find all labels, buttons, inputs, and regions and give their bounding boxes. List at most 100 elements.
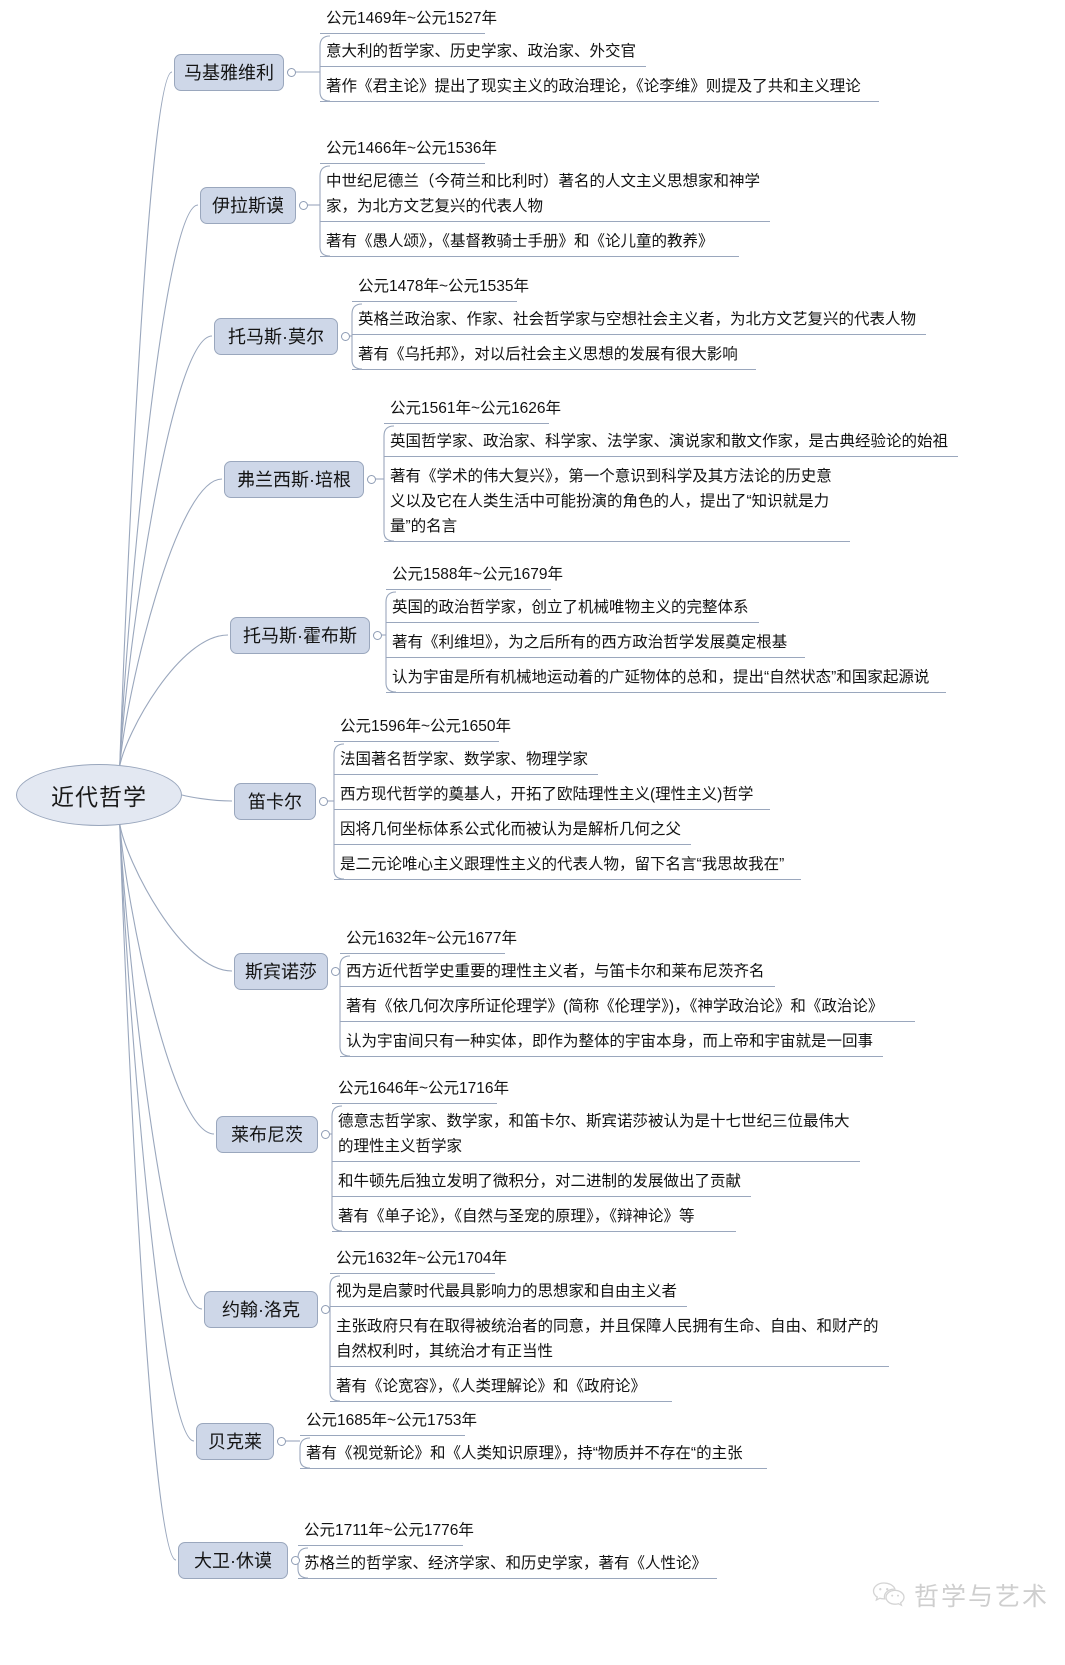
branch-detail: 著有《乌托邦》，对以后社会主义思想的发展有很大影响 [358, 346, 738, 363]
branch-collapse-toggle[interactable] [319, 797, 328, 806]
branch-detail: 是二元论唯心主义跟理性主义的代表人物，留下名言“我思故我在” [340, 856, 785, 873]
detail-underline [386, 589, 551, 590]
detail-underline [330, 1273, 495, 1274]
branch-node-11[interactable]: 大卫·休谟 [178, 1542, 288, 1579]
detail-underline [334, 809, 770, 810]
detail-underline [300, 1435, 465, 1436]
detail-underline [386, 692, 946, 693]
branch-detail: 英国的政治哲学家，创立了机械唯物主义的完整体系 [392, 599, 749, 616]
detail-underline [332, 1231, 736, 1232]
branch-detail: 意大利的哲学家、历史学家、政治家、外交官 [326, 43, 637, 60]
branch-node-5[interactable]: 托马斯·霍布斯 [230, 617, 370, 654]
branch-detail: 和牛顿先后独立发明了微积分，对二进制的发展做出了贡献 [338, 1173, 742, 1190]
detail-underline [330, 1306, 687, 1307]
branch-detail: 著有《学术的伟大复兴》，第一个意识到科学及其方法论的历史意 义以及它在人类生活中… [390, 468, 832, 535]
branch-node-label: 托马斯·霍布斯 [243, 625, 357, 646]
branch-collapse-toggle[interactable] [321, 1305, 330, 1314]
detail-underline [320, 256, 739, 257]
branch-detail: 英格兰政治家、作家、社会哲学家与空想社会主义者，为北方文艺复兴的代表人物 [358, 311, 917, 328]
branch-period: 公元1632年~公元1677年 [346, 930, 518, 947]
branch-detail: 西方近代哲学史重要的理性主义者，与笛卡尔和莱布尼茨齐名 [346, 963, 765, 980]
branch-period: 公元1466年~公元1536年 [326, 140, 498, 157]
detail-underline [320, 33, 485, 34]
branch-node-label: 大卫·休谟 [194, 1550, 272, 1571]
detail-underline [334, 741, 499, 742]
branch-period: 公元1588年~公元1679年 [392, 566, 564, 583]
branch-collapse-toggle[interactable] [367, 475, 376, 484]
branch-detail: 英国哲学家、政治家、科学家、法学家、演说家和散文作家，是古典经验论的始祖 [390, 433, 949, 450]
branch-node-label: 弗兰西斯·培根 [237, 469, 351, 490]
branch-collapse-toggle[interactable] [373, 631, 382, 640]
branch-detail: 著有《利维坦》，为之后所有的西方政治哲学发展奠定根基 [392, 634, 788, 651]
detail-underline [300, 1468, 767, 1469]
detail-underline [352, 369, 756, 370]
branch-node-7[interactable]: 斯宾诺莎 [234, 953, 328, 990]
branch-collapse-toggle[interactable] [277, 1437, 286, 1446]
detail-underline [330, 1401, 672, 1402]
branch-detail: 西方现代哲学的奠基人，开拓了欧陆理性主义(理性主义)哲学 [340, 786, 754, 803]
branch-node-6[interactable]: 笛卡尔 [234, 783, 316, 820]
watermark: 哲学与艺术 [872, 1577, 1049, 1613]
branch-period: 公元1685年~公元1753年 [306, 1412, 478, 1429]
branch-period: 公元1646年~公元1716年 [338, 1080, 510, 1097]
detail-underline [340, 953, 505, 954]
branch-node-2[interactable]: 伊拉斯谟 [200, 187, 296, 224]
branch-node-label: 约翰·洛克 [222, 1299, 300, 1320]
branch-node-label: 贝克莱 [208, 1431, 262, 1452]
branch-detail: 视为是启蒙时代最具影响力的思想家和自由主义者 [336, 1283, 678, 1300]
root-node-label: 近代哲学 [51, 784, 147, 810]
branch-node-8[interactable]: 莱布尼茨 [216, 1116, 318, 1153]
branch-collapse-toggle[interactable] [299, 201, 308, 210]
branch-period: 公元1478年~公元1535年 [358, 278, 530, 295]
branch-detail: 著作《君主论》提出了现实主义的政治理论，《论李维》则提及了共和主义理论 [326, 78, 861, 95]
detail-underline [334, 844, 691, 845]
branch-collapse-toggle[interactable] [291, 1556, 300, 1565]
branch-detail: 苏格兰的哲学家、经济学家、和历史学家，著有《人性论》 [304, 1555, 708, 1572]
branch-period: 公元1561年~公元1626年 [390, 400, 562, 417]
detail-underline [384, 456, 958, 457]
branch-detail: 因将几何坐标体系公式化而被认为是解析几何之父 [340, 821, 682, 838]
branch-period: 公元1596年~公元1650年 [340, 718, 512, 735]
branch-collapse-toggle[interactable] [331, 967, 340, 976]
detail-underline [386, 622, 759, 623]
detail-underline [340, 1021, 916, 1022]
detail-underline [352, 334, 926, 335]
branch-node-1[interactable]: 马基雅维利 [174, 54, 284, 91]
branch-collapse-toggle[interactable] [287, 68, 296, 77]
detail-underline [340, 986, 775, 987]
branch-period: 公元1469年~公元1527年 [326, 10, 498, 27]
branch-period: 公元1632年~公元1704年 [336, 1250, 508, 1267]
branch-collapse-toggle[interactable] [321, 1130, 330, 1139]
branch-node-label: 莱布尼茨 [231, 1124, 303, 1145]
watermark-label: 哲学与艺术 [913, 1583, 1049, 1611]
detail-underline [332, 1161, 860, 1162]
wechat-icon [872, 1582, 905, 1607]
branch-detail: 主张政府只有在取得被统治者的同意，并且保障人民拥有生命、自由、和财产的 自然权利… [336, 1318, 879, 1360]
detail-underline [320, 101, 879, 102]
root-node[interactable]: 近代哲学 [16, 764, 182, 826]
branch-node-label: 托马斯·莫尔 [228, 326, 324, 347]
branch-node-10[interactable]: 贝克莱 [196, 1423, 274, 1460]
branch-node-label: 笛卡尔 [248, 791, 302, 812]
branch-node-label: 伊拉斯谟 [212, 195, 284, 216]
branch-node-label: 马基雅维利 [184, 62, 274, 83]
detail-underline [320, 221, 770, 222]
branch-detail: 著有《论宽容》，《人类理解论》和《政府论》 [336, 1378, 647, 1395]
branch-detail: 著有《愚人颂》，《基督教骑士手册》和《论儿童的教养》 [326, 233, 714, 250]
branch-node-label: 斯宾诺莎 [245, 961, 317, 982]
branch-detail: 著有《视觉新论》和《人类知识原理》，持“物质并不存在“的主张 [306, 1445, 743, 1462]
branch-node-9[interactable]: 约翰·洛克 [204, 1291, 318, 1328]
branch-detail: 著有《依几何次序所证伦理学》(简称《伦理学》)，《神学政治论》和《政治论》 [346, 998, 884, 1015]
detail-underline [298, 1578, 717, 1579]
detail-underline [320, 66, 646, 67]
branch-node-4[interactable]: 弗兰西斯·培根 [224, 461, 364, 498]
detail-underline [384, 423, 549, 424]
branch-detail: 德意志哲学家、数学家，和笛卡尔、斯宾诺莎被认为是十七世纪三位最伟大 的理性主义哲… [338, 1113, 850, 1155]
detail-underline [298, 1545, 463, 1546]
branch-collapse-toggle[interactable] [341, 332, 350, 341]
branch-detail: 法国著名哲学家、数学家、物理学家 [340, 751, 589, 768]
branch-node-3[interactable]: 托马斯·莫尔 [214, 318, 338, 355]
detail-underline [384, 541, 850, 542]
branch-detail: 著有《单子论》，《自然与圣宠的原理》，《辩神论》等 [338, 1208, 695, 1225]
